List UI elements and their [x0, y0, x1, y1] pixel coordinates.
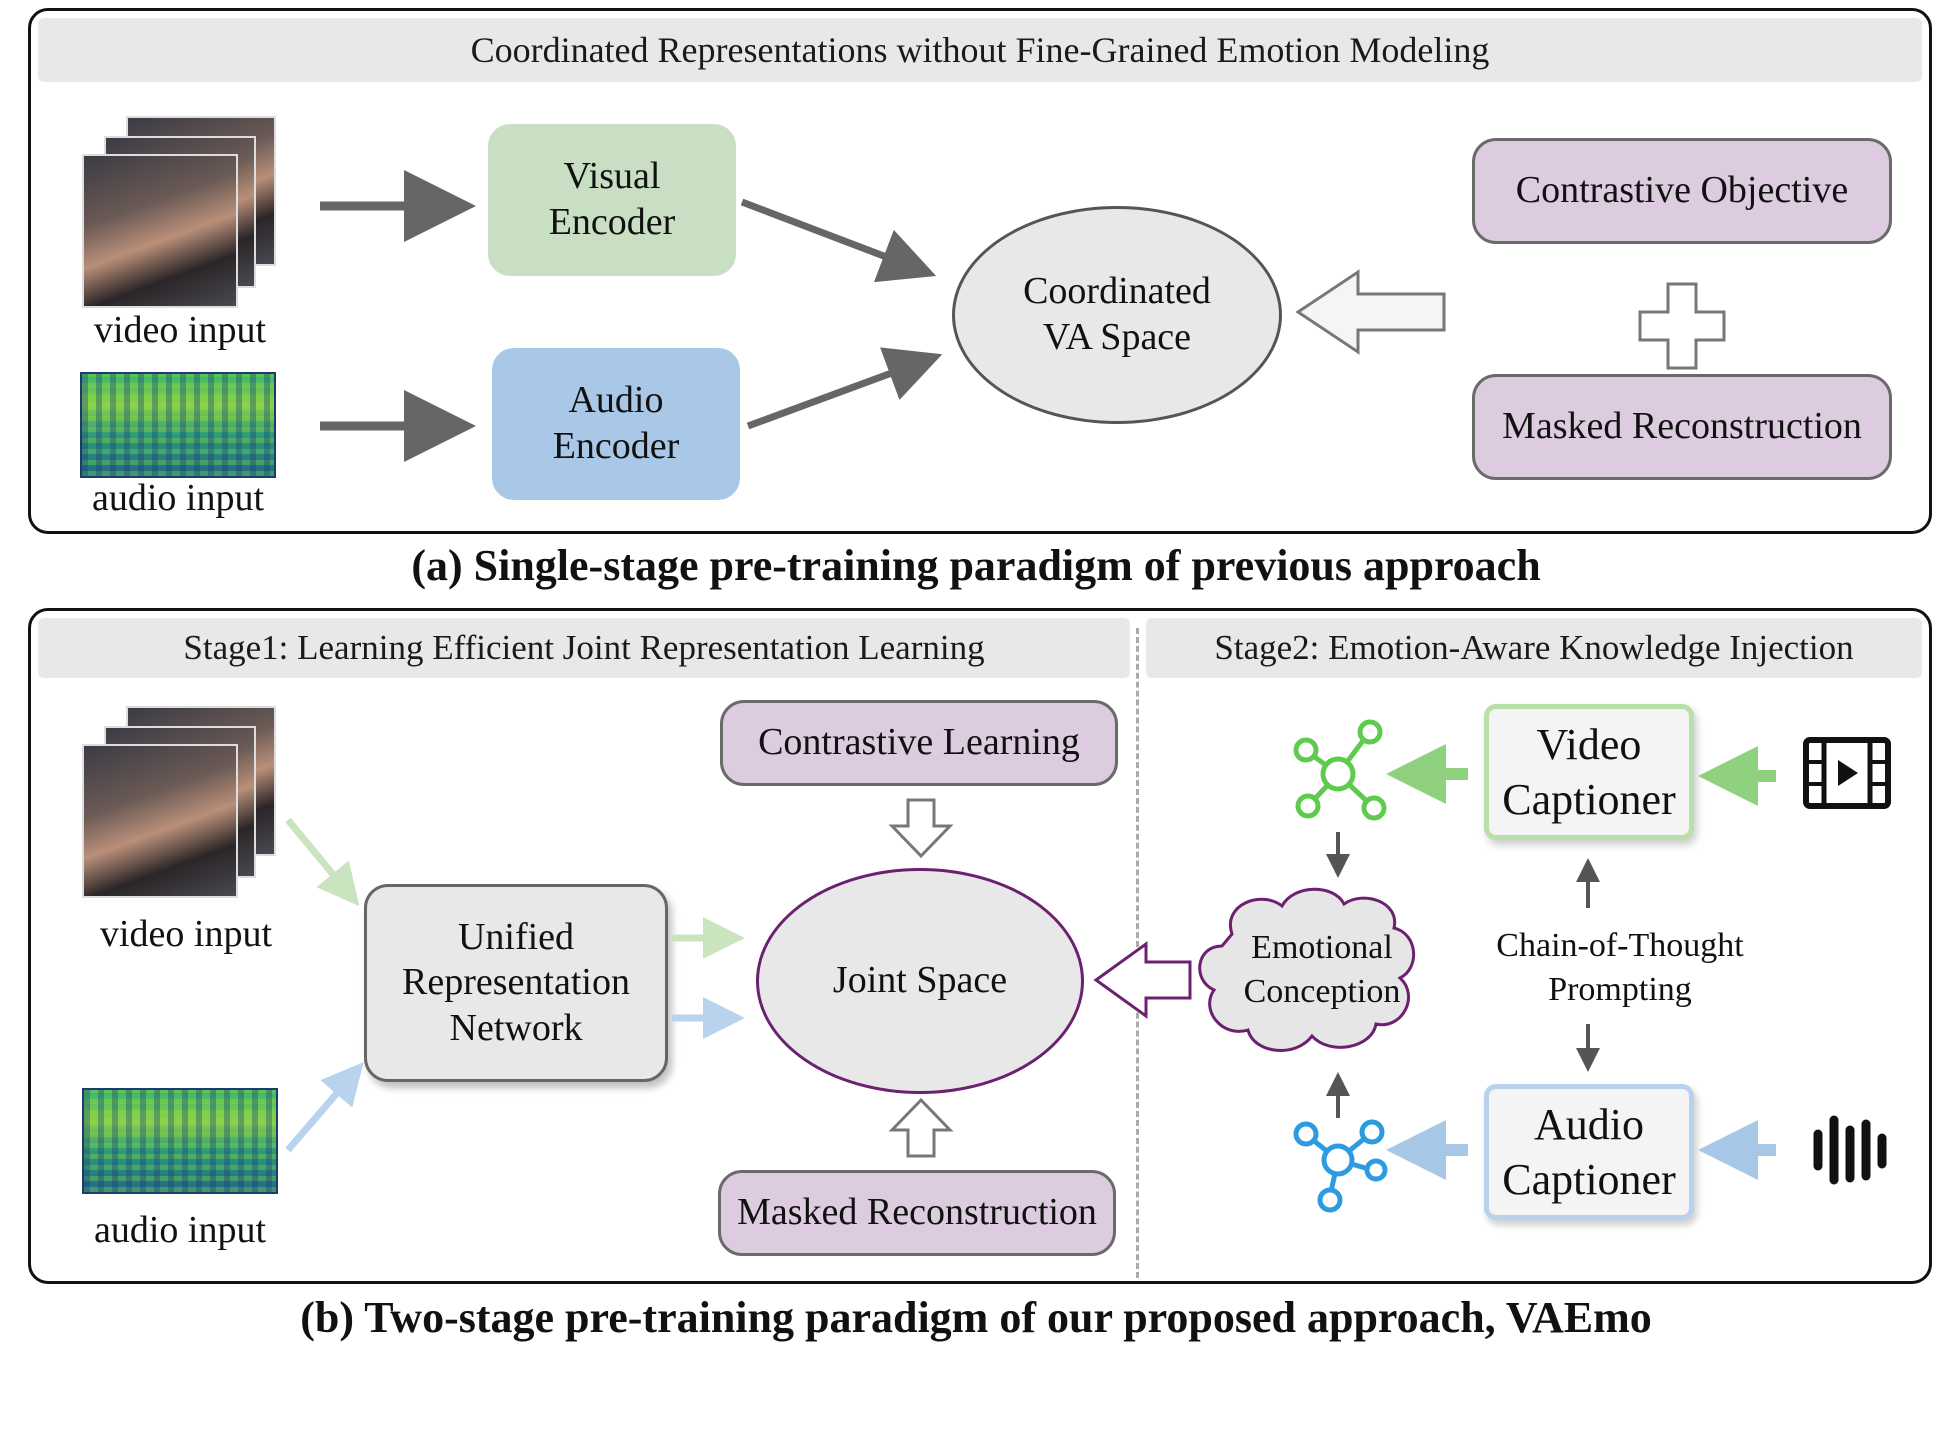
hollow-arrow-to-space	[1295, 269, 1446, 355]
panel-a-header: Coordinated Representations without Fine…	[38, 18, 1922, 82]
audio-input-label-b: audio input	[93, 1209, 267, 1251]
stage2-header: Stage2: Emotion-Aware Knowledge Injectio…	[1146, 618, 1922, 678]
video-frame-front	[82, 154, 238, 308]
contrastive-objective-box: Contrastive Objective	[1472, 138, 1892, 244]
stage1-header: Stage1: Learning Efficient Joint Represe…	[38, 618, 1130, 678]
video-frame-front	[82, 744, 238, 898]
hollow-arrow-down	[888, 798, 954, 859]
arrow-visual-to-space	[740, 198, 937, 283]
panel-a-arrows	[320, 170, 1726, 462]
masked-reconstruction-box-a: Masked Reconstruction	[1472, 374, 1892, 480]
hollow-arrow-up	[888, 1097, 954, 1158]
audio-input-label-a: audio input	[91, 477, 265, 519]
caption-b: (b) Two-stage pre-training paradigm of o…	[300, 1293, 1652, 1342]
green-graph-icon	[1293, 719, 1387, 821]
spectrogram-b	[82, 1088, 278, 1194]
joint-space: Joint Space	[756, 868, 1084, 1094]
contrastive-learning-box: Contrastive Learning	[720, 700, 1118, 786]
plus-icon	[1638, 282, 1726, 370]
panel-a-header-text: Coordinated Representations without Fine…	[470, 30, 1490, 70]
video-input-label-a: video input	[93, 309, 267, 351]
chain-of-thought-label: Chain-of-Thought Prompting	[1496, 927, 1744, 1009]
arrow-audio-to-network	[285, 1062, 364, 1153]
waveform-icon	[1813, 1115, 1887, 1185]
film-icon	[1803, 737, 1891, 809]
masked-reconstruction-box-b: Masked Reconstruction	[718, 1170, 1116, 1256]
arrow-audio-to-space	[746, 347, 943, 430]
spectrogram-a	[80, 372, 276, 478]
cloud-icon	[1198, 887, 1415, 1052]
arrow-video-to-network	[285, 817, 360, 907]
video-input-label-b: video input	[99, 913, 273, 955]
emotional-conception-label: Emotional Conception	[1243, 929, 1401, 1011]
hollow-arrow-left-purple	[1093, 941, 1192, 1019]
blue-graph-icon	[1293, 1119, 1388, 1213]
caption-a: (a) Single-stage pre-training paradigm o…	[411, 541, 1541, 590]
